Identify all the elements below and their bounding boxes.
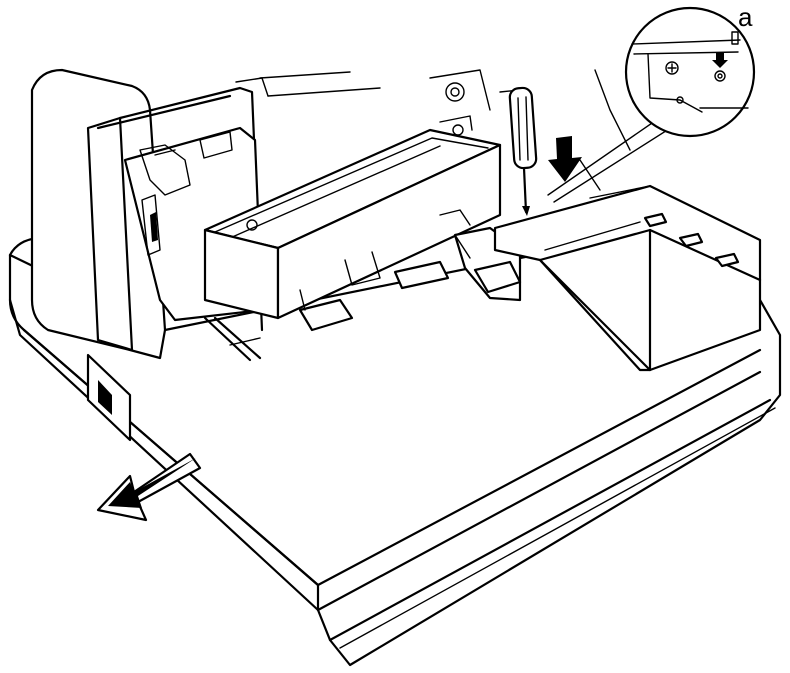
- paper-compartment: [493, 184, 762, 372]
- upper-roller-assembly: [259, 69, 631, 191]
- detail-callout: [624, 6, 756, 138]
- callout-leader: [547, 111, 681, 203]
- pull-direction-arrow: [96, 452, 202, 522]
- side-opening: [86, 353, 132, 442]
- push-down-arrow: [548, 136, 582, 182]
- side-cover-panel: [30, 68, 269, 360]
- screwdriver: [508, 86, 538, 216]
- callout-label-a: a: [738, 2, 753, 32]
- print-head-carriage: [203, 115, 502, 332]
